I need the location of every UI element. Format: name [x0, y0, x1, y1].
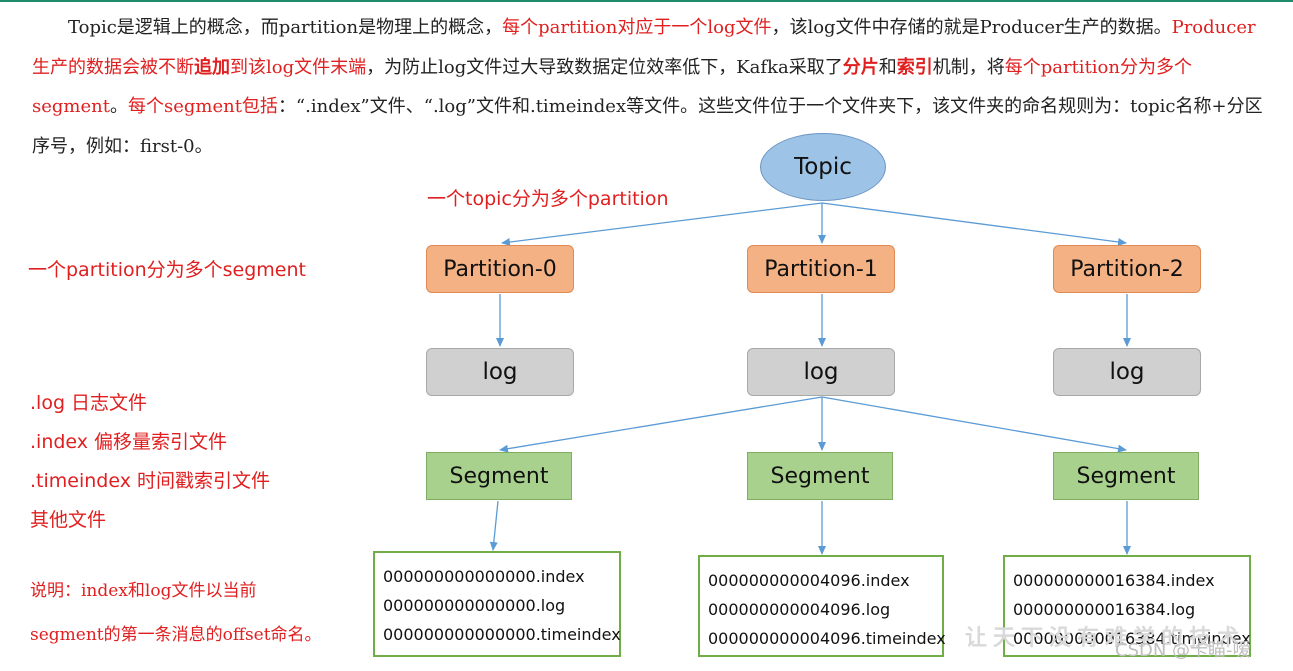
segment-files-1: 000000000004096.index 000000000004096.lo…: [698, 555, 946, 657]
partition-split-label: 一个partition分为多个segment: [28, 259, 306, 281]
timeindex-file-name: 000000000004096.timeindex: [708, 629, 946, 648]
naming-note-line1: 说明：index和log文件以当前: [30, 581, 257, 601]
bold-highlight-text: 追加: [194, 56, 230, 78]
index-file-name: 000000000000000.index: [383, 567, 585, 586]
top-rule: [0, 0, 1293, 2]
timeindex-file-name: 000000000000000.timeindex: [383, 625, 621, 644]
segment-node-2: Segment: [1053, 452, 1199, 500]
segment-node-0: Segment: [426, 452, 572, 500]
log-file-name: 000000000016384.log: [1013, 600, 1196, 619]
segment-files-0: 000000000000000.index 000000000000000.lo…: [373, 551, 621, 657]
log-node-1: log: [747, 348, 895, 396]
segment-files-2: 000000000016384.index 000000000016384.lo…: [1003, 555, 1251, 657]
partition-node-0: Partition-0: [426, 245, 574, 293]
highlight-text: 到该log文件末端: [230, 56, 367, 78]
text-run: ，该log文件中存储的就是Producer生产的数据。: [771, 17, 1172, 38]
file-type-other: 其他文件: [30, 509, 107, 531]
partition-node-1: Partition-1: [747, 245, 895, 293]
index-file-name: 000000000016384.index: [1013, 571, 1215, 590]
highlight-text: 每个partition对应于一个log文件: [502, 17, 772, 38]
segment-node-1: Segment: [747, 452, 893, 500]
timeindex-file-name: 000000000016384.timeindex: [1013, 629, 1251, 648]
intro-paragraph: Topic是逻辑上的概念，而partition是物理上的概念，每个partiti…: [32, 8, 1267, 166]
partition-node-2: Partition-2: [1053, 245, 1201, 293]
text-run: 机制，将: [932, 56, 1005, 78]
topic-node: Topic: [760, 133, 886, 201]
arrow-seg0-files: [489, 500, 499, 551]
log-file-name: 000000000000000.log: [383, 596, 566, 615]
text-run: Topic是逻辑上的概念，而partition是物理上的概念，: [68, 17, 503, 38]
arrow-log-seg2: [821, 396, 1127, 453]
text-run: 和: [878, 56, 897, 78]
text-run: ，为防止log文件过大导致数据定位效率低下，Kafka采取了: [366, 56, 843, 78]
highlight-text: Producer生产的数据会被不断: [32, 17, 1256, 78]
highlight-text: 每个partition分为多个segment: [32, 56, 1192, 118]
log-node-2: log: [1053, 348, 1201, 396]
file-type-log: .log 日志文件: [30, 392, 148, 414]
file-type-index: .index 偏移量索引文件: [30, 431, 228, 453]
text-run: 。: [109, 96, 128, 117]
bold-highlight-text: 索引: [896, 56, 933, 78]
arrow-topic-p2: [821, 202, 1127, 246]
naming-note-line2: segment的第一条消息的offset命名。: [30, 625, 322, 645]
bold-highlight-text: 分片: [842, 56, 879, 78]
topic-split-label: 一个topic分为多个partition: [427, 188, 669, 210]
arrow-log-seg0: [499, 396, 823, 453]
faint-watermark: 让天下没有难学的技术: [965, 625, 1246, 651]
text-run: ：“.index”文件、“.log”文件和.timeindex等文件。这些文件位…: [32, 96, 1263, 157]
log-node-0: log: [426, 348, 574, 396]
log-file-name: 000000000004096.log: [708, 600, 891, 619]
csdn-watermark: CSDN @卡瞄-嗳: [1115, 640, 1251, 661]
arrow-topic-p0: [501, 202, 823, 246]
highlight-text: 每个segment包括: [127, 96, 278, 117]
file-type-timeindex: .timeindex 时间戳索引文件: [30, 470, 270, 492]
index-file-name: 000000000004096.index: [708, 571, 910, 590]
